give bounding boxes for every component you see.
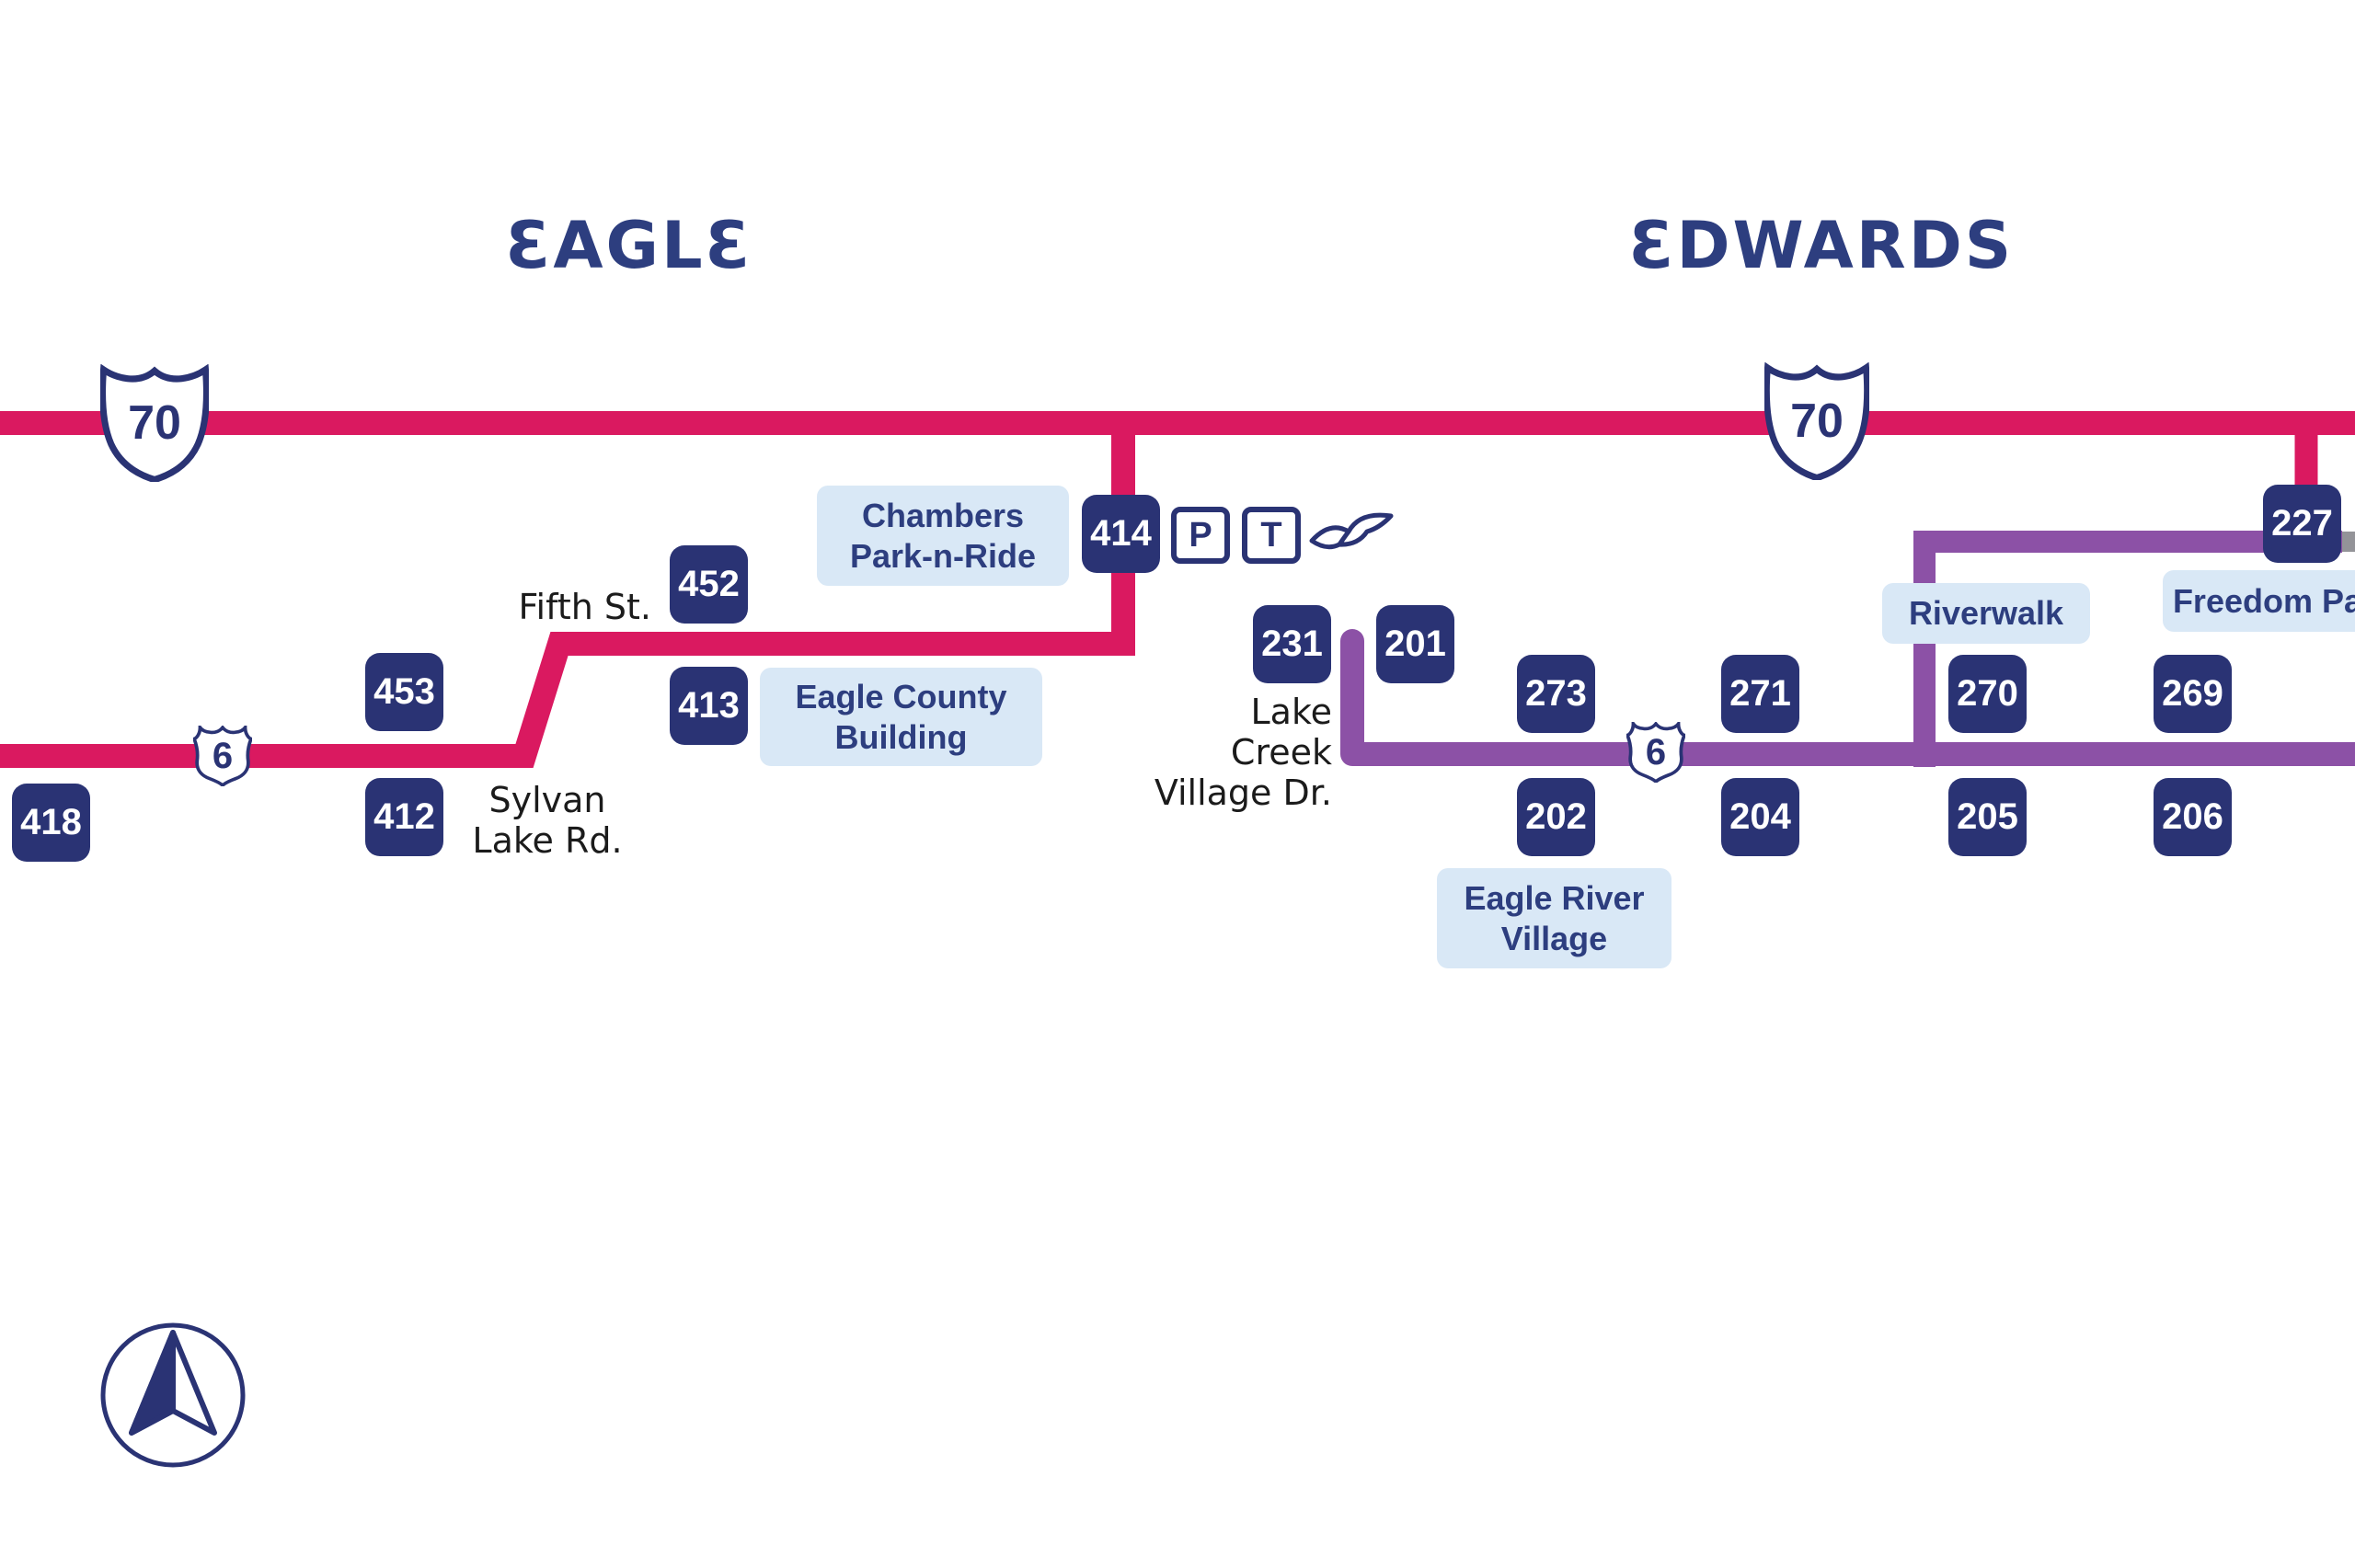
poi-label-line: Eagle River [1464, 878, 1645, 917]
poi-label-line: Riverwalk [1908, 594, 2064, 632]
stop-badge-202: 202 [1517, 778, 1595, 856]
stop-badge-206: 206 [2154, 778, 2232, 856]
stop-badge-273: 273 [1517, 655, 1595, 733]
stop-badge-201: 201 [1376, 605, 1454, 683]
poi-label-riverwalk: Riverwalk [1882, 583, 2090, 644]
stop-badge-271: 271 [1721, 655, 1799, 733]
shield-outline [100, 364, 209, 482]
poi-label-freedom-park: Freedom Park [2163, 570, 2355, 632]
stop-badge-269: 269 [2154, 655, 2232, 733]
edwards-upper-line [1913, 531, 2342, 767]
stop-badge-204: 204 [1721, 778, 1799, 856]
street-label-fifth-st: Fifth St. [488, 587, 651, 627]
stop-badge-453: 453 [365, 653, 443, 731]
stop-badge-412: 412 [365, 778, 443, 856]
interstate-70-shield: 70 [1764, 362, 1869, 480]
street-label-line: Lake Creek [1230, 692, 1332, 773]
stop-badge-205: 205 [1948, 778, 2027, 856]
poi-label-line: Eagle County [795, 677, 1007, 715]
street-label-line: Sylvan [488, 780, 606, 820]
street-label-line: Lake Rd. [472, 820, 623, 861]
transit-center-icon: T [1242, 507, 1301, 564]
parking-icon: P [1171, 507, 1230, 564]
street-label-line: Fifth St. [518, 587, 651, 627]
stop-badge-452: 452 [670, 545, 748, 624]
shield-number: 6 [1645, 731, 1667, 773]
edwards-lower-line [1340, 629, 2355, 766]
stop-badge-418: 418 [12, 784, 90, 862]
stop-badge-231: 231 [1253, 605, 1331, 683]
poi-label-line: Chambers [861, 496, 1025, 534]
poi-label-line: Freedom Park [2172, 581, 2355, 620]
us-6-shield: 6 [193, 726, 252, 786]
eagle-bird-icon [1309, 512, 1394, 550]
shield-number: 6 [212, 735, 234, 776]
compass-north-arrow-icon [100, 1322, 246, 1468]
us-6-shield: 6 [1626, 722, 1685, 783]
shield-number: 70 [128, 396, 181, 450]
stop-badge-414: 414 [1082, 495, 1160, 573]
stop-badge-413: 413 [670, 667, 748, 745]
interstate-70-shield: 70 [100, 364, 209, 482]
shield-outline [1764, 362, 1869, 480]
street-label-line: Village Dr. [1154, 773, 1332, 813]
poi-label-line: Park-n-Ride [849, 536, 1037, 575]
stop-badge-270: 270 [1948, 655, 2027, 733]
shield-outline [1626, 722, 1685, 783]
poi-label-line: Building [834, 717, 968, 756]
shield-outline [193, 726, 252, 786]
town-title-eagle: ƐAGLƐ [505, 208, 753, 283]
poi-label-line: Village [1500, 919, 1608, 957]
town-title-edwards: ƐDWARDS [1628, 208, 2015, 283]
stop-badge-227: 227 [2263, 485, 2341, 563]
shield-number: 70 [1790, 395, 1844, 448]
